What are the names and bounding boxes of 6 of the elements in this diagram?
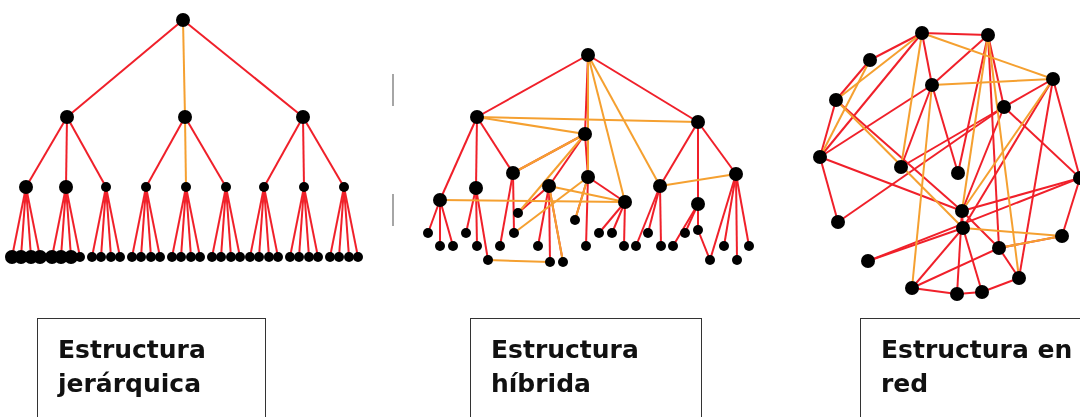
box-label: Estructura jerárquica <box>58 334 207 400</box>
label-box <box>860 318 1080 417</box>
label-box <box>37 318 266 417</box>
box-label: Estructura en red <box>881 334 1074 400</box>
label-box <box>470 318 702 417</box>
box-label: Estructura híbrida <box>491 334 640 400</box>
